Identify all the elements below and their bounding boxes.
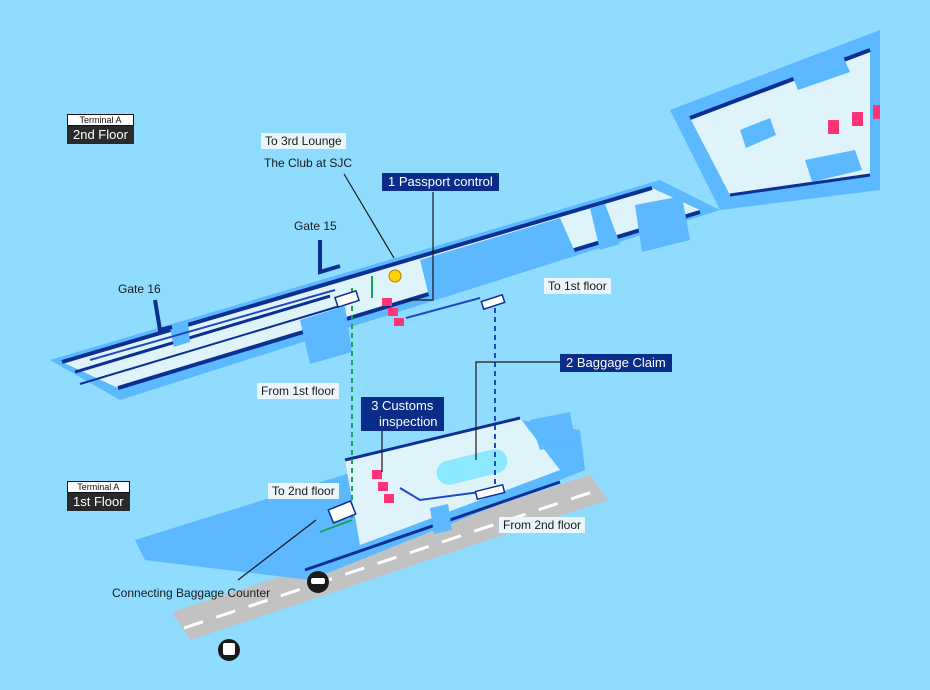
customs-line-2: inspection [379,414,438,429]
bus-icon [218,639,240,661]
escalator-icon [474,483,506,501]
floor-label: 2nd Floor [67,126,134,144]
second-floor-building [50,30,880,400]
step-passport-control: 1 Passport control [382,173,499,191]
to-2nd-floor-label: To 2nd floor [268,483,339,499]
step-customs-inspection: 3 Customs inspection [361,397,444,431]
terminal-label: Terminal A [67,481,130,493]
to-3rd-lounge-label: To 3rd Lounge [261,133,346,149]
elevator-icon [327,500,357,524]
club-label: The Club at SJC [264,156,353,170]
escalator-icon [334,289,360,309]
road [172,475,608,640]
gate-15-label: Gate 15 [294,219,337,233]
to-1st-floor-label: To 1st floor [544,278,611,294]
from-2nd-floor-label: From 2nd floor [499,517,586,533]
taxi-icon [307,571,329,593]
escalator-icon [480,293,506,311]
floor-label: 1st Floor [67,493,130,511]
customs-line-1: 3 Customs [371,398,434,413]
leader-lines [237,173,560,581]
connecting-counter-label: Connecting Baggage Counter [112,586,271,600]
step-baggage-claim: 2 Baggage Claim [560,354,672,372]
gate-16-label: Gate 16 [118,282,161,296]
lounge-star-icon [388,269,402,283]
floor-tag-2nd: Terminal A 2nd Floor [67,114,134,144]
from-1st-floor-label: From 1st floor [257,383,340,399]
floor-tag-1st: Terminal A 1st Floor [67,481,130,511]
route-lines [89,276,496,533]
first-floor-building [135,412,585,580]
terminal-label: Terminal A [67,114,134,126]
